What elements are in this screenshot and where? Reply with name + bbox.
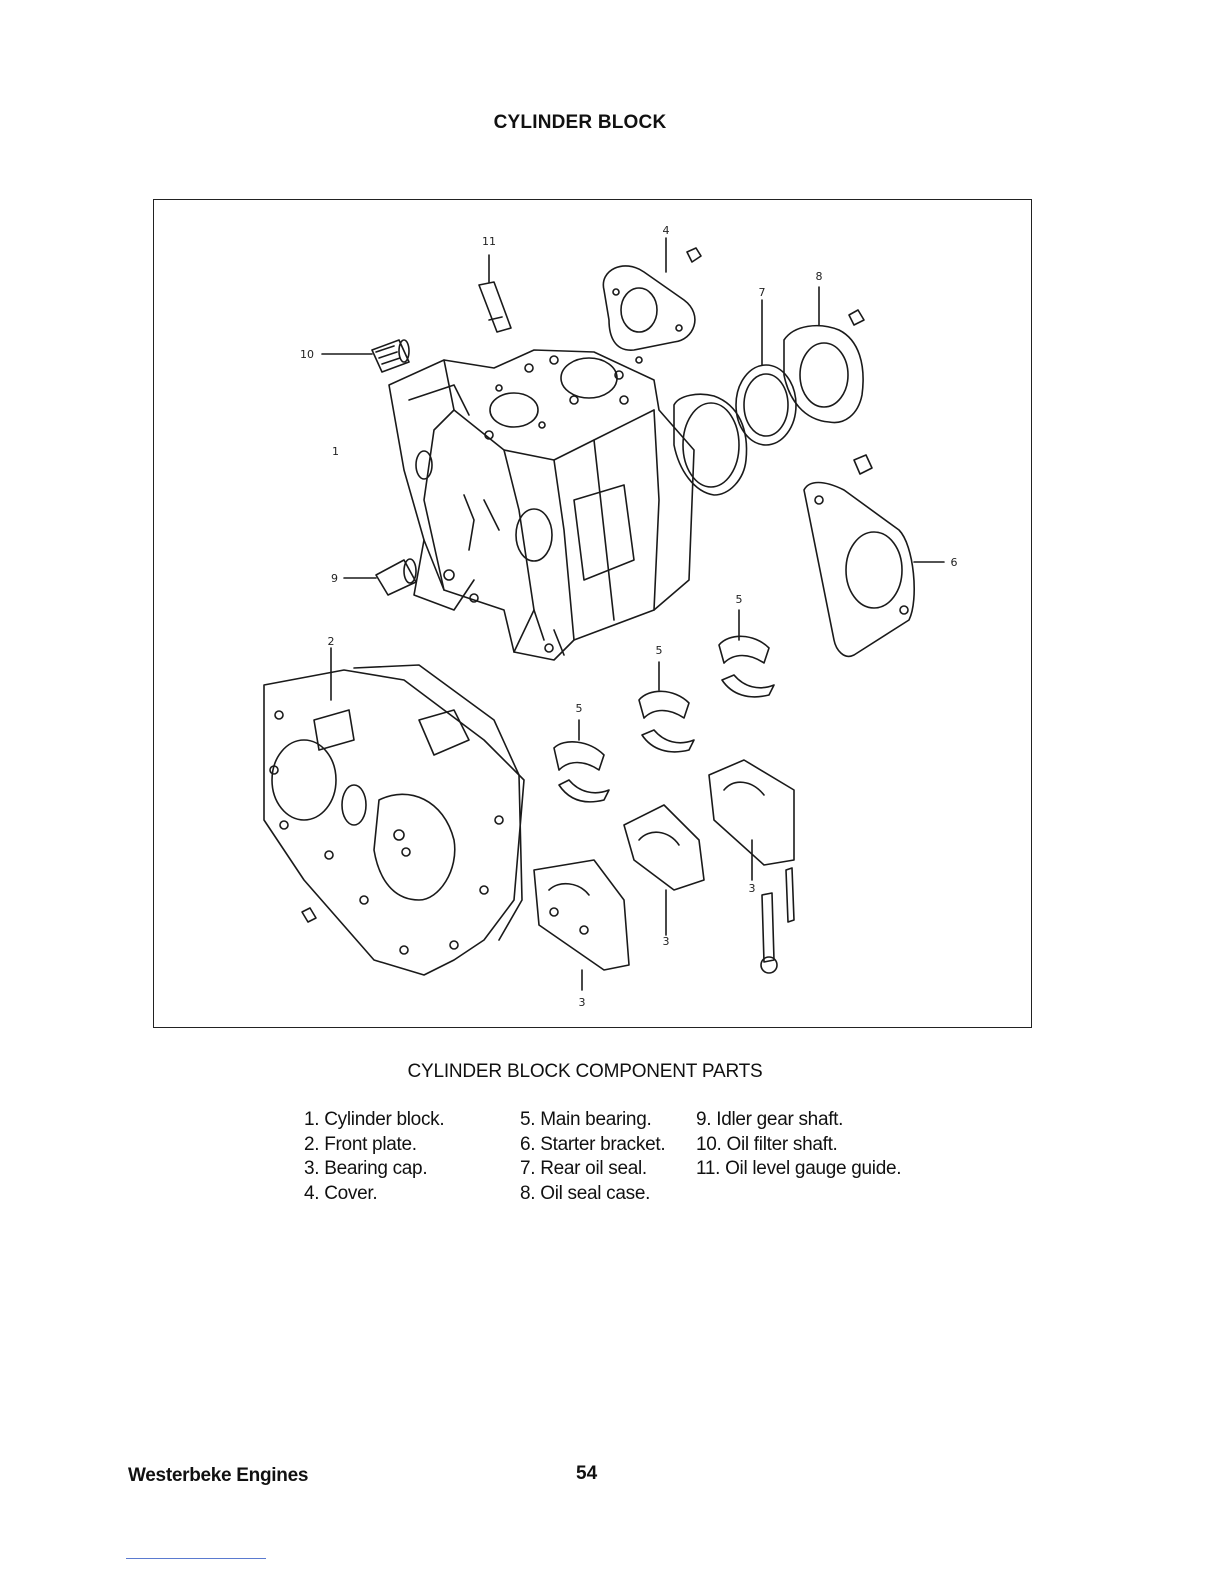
callout-label: 3 bbox=[579, 996, 586, 1009]
part-item: 7. Rear oil seal. bbox=[520, 1158, 647, 1179]
rear-oil-seal-part bbox=[735, 299, 797, 446]
starter-bracket-part bbox=[803, 454, 945, 658]
part-item: 1. Cylinder block. bbox=[304, 1109, 445, 1130]
cover-part bbox=[602, 237, 702, 351]
part-item: 11. Oil level gauge guide. bbox=[696, 1158, 902, 1179]
callout-label: 4 bbox=[663, 224, 670, 237]
callout-label: 6 bbox=[951, 556, 958, 569]
callout-label: 10 bbox=[300, 348, 314, 361]
figure-caption: CYLINDER BLOCK COMPONENT PARTS bbox=[407, 1061, 763, 1082]
footer-publisher: Westerbeke Engines bbox=[128, 1465, 309, 1486]
idler-shaft-part bbox=[343, 558, 417, 596]
callout-label: 5 bbox=[736, 593, 743, 606]
part-item: 5. Main bearing. bbox=[520, 1109, 652, 1130]
callout-label: 5 bbox=[576, 702, 583, 715]
front-plate-part bbox=[263, 647, 525, 976]
exploded-diagram: 11 4 7 8 10 1 9 2 5 5 5 6 3 3 3 bbox=[153, 199, 1032, 1028]
callout-label: 5 bbox=[656, 644, 663, 657]
callout-label: 8 bbox=[816, 270, 823, 283]
parts-column-2: 5. Main bearing. 6. Starter bracket. 7. … bbox=[520, 1108, 666, 1206]
cylinder-block-part bbox=[388, 349, 695, 661]
filter-shaft-part bbox=[321, 339, 410, 373]
part-item: 8. Oil seal case. bbox=[520, 1182, 651, 1204]
callout-label: 3 bbox=[749, 882, 756, 895]
part-item: 2. Front plate. bbox=[304, 1133, 417, 1155]
callout-label: 11 bbox=[482, 235, 496, 248]
part-item: 6. Starter bracket. bbox=[520, 1133, 666, 1155]
part-item: 9. Idler gear shaft. bbox=[696, 1109, 844, 1130]
callout-label: 2 bbox=[328, 635, 335, 648]
part-item: 3. Bearing cap. bbox=[304, 1158, 428, 1179]
parts-column-1: 1. Cylinder block. 2. Front plate. 3. Be… bbox=[304, 1108, 445, 1206]
rear-gasket-part bbox=[673, 393, 748, 496]
callout-label: 7 bbox=[759, 286, 766, 299]
callout-label: 3 bbox=[663, 935, 670, 948]
footer-rule bbox=[126, 1558, 266, 1559]
bearing-cap-parts bbox=[533, 759, 795, 991]
part-item: 10. Oil filter shaft. bbox=[696, 1133, 838, 1155]
callout-label: 9 bbox=[331, 572, 338, 585]
gauge-guide-part bbox=[478, 254, 512, 333]
cylinder-block-drawing: 11 4 7 8 10 1 9 2 5 5 5 6 3 3 3 bbox=[263, 224, 958, 1009]
part-item: 4. Cover. bbox=[304, 1182, 378, 1204]
main-bearing-parts bbox=[553, 609, 775, 803]
oil-seal-case-part bbox=[783, 286, 865, 424]
page-title: CYLINDER BLOCK bbox=[493, 112, 667, 133]
callout-label: 1 bbox=[332, 445, 339, 458]
parts-column-3: 9. Idler gear shaft. 10. Oil filter shaf… bbox=[696, 1108, 902, 1182]
page-number: 54 bbox=[576, 1463, 598, 1484]
